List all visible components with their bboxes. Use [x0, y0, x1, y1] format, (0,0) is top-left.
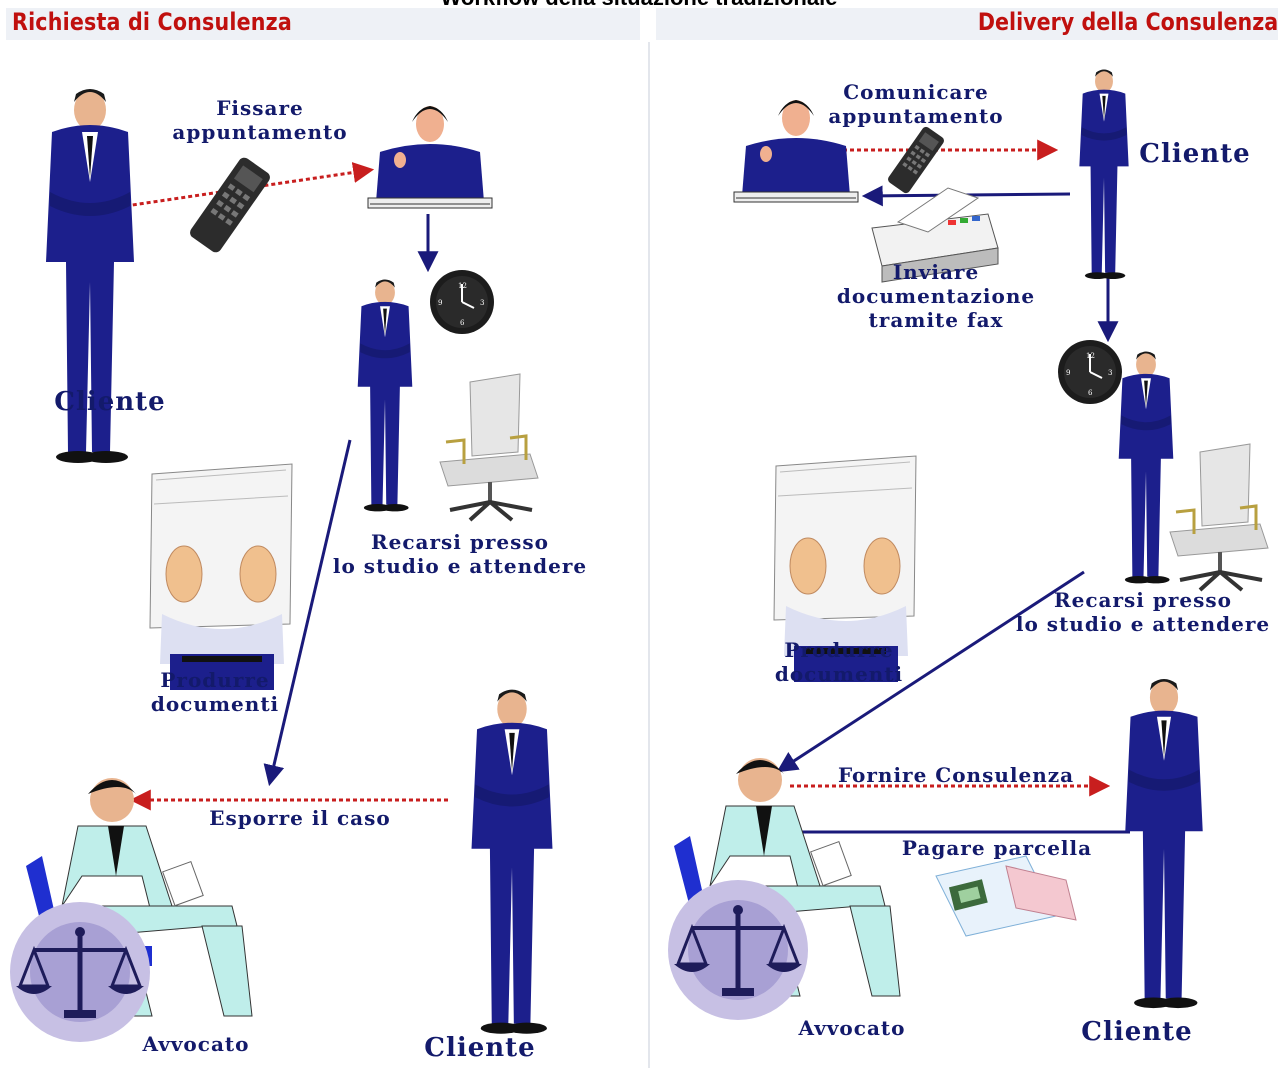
clock-icon-left: [429, 269, 495, 335]
label-recarsi-right: Recarsi presso lo studio e attendere: [1015, 588, 1271, 636]
client-figure-top-right: [1079, 69, 1129, 279]
secretary-figure-left: [367, 105, 493, 209]
label-produrre-left: Produrre documenti: [150, 668, 280, 716]
diagram-title: Workflow della situazione tradizionale: [0, 0, 1278, 10]
right-panel-heading: Delivery della Consulenza: [977, 8, 1278, 36]
office-chair-icon-left: [438, 372, 540, 522]
clock-icon-right: [1057, 339, 1123, 405]
left-panel-heading: Richiesta di Consulenza: [12, 8, 292, 36]
money-bills-icon: [935, 855, 1077, 937]
client-figure-bottom-right: [1125, 678, 1203, 1009]
right-header-band: [656, 8, 1278, 40]
left-arrows: [111, 162, 448, 811]
documents-hands-icon-left: [149, 463, 293, 691]
label-esporre-caso: Esporre il caso: [209, 806, 391, 830]
label-pagare-parcella: Pagare parcella: [901, 836, 1093, 860]
label-avvocato-right: Avvocato: [798, 1016, 906, 1040]
telephone-icon: [187, 155, 273, 255]
label-recarsi-left: Recarsi presso lo studio e attendere: [332, 530, 588, 578]
label-cliente-bottom-left: Cliente: [424, 1033, 536, 1063]
telephone-icon-right: [886, 125, 946, 195]
label-inviare-fax: Inviare documentazione tramite fax: [836, 260, 1036, 332]
scales-of-justice-icon-right: [668, 880, 808, 1020]
label-cliente-top-right: Cliente: [1139, 139, 1251, 169]
label-cliente-bottom-right: Cliente: [1081, 1017, 1193, 1047]
client-figure-bottom-left: [471, 689, 553, 1034]
label-cliente-top-left: Cliente: [54, 387, 166, 417]
left-header-band: [6, 8, 640, 40]
office-chair-icon-right: [1168, 442, 1270, 592]
label-fissare-appuntamento: Fissare appuntamento: [172, 96, 348, 144]
scales-of-justice-icon-left: [10, 902, 150, 1042]
label-fornire-consulenza: Fornire Consulenza: [837, 763, 1075, 787]
label-produrre-right: Produrre documenti: [774, 638, 904, 686]
label-comunicare-appuntamento: Comunicare appuntamento: [828, 80, 1004, 128]
panel-divider: [648, 42, 650, 1068]
client-figure-middle-right: [1118, 351, 1174, 584]
label-avvocato-left: Avvocato: [142, 1032, 250, 1056]
client-figure-middle-left: [357, 279, 413, 512]
